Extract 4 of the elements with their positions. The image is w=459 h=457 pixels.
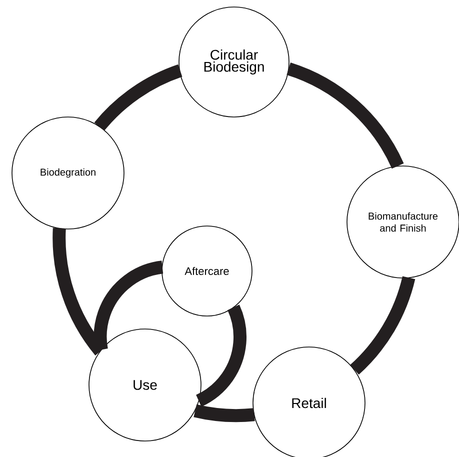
connector-arc: [286, 62, 404, 169]
connector-arc: [350, 276, 416, 374]
connector-arc: [94, 64, 182, 131]
connector-arc: [194, 404, 255, 422]
